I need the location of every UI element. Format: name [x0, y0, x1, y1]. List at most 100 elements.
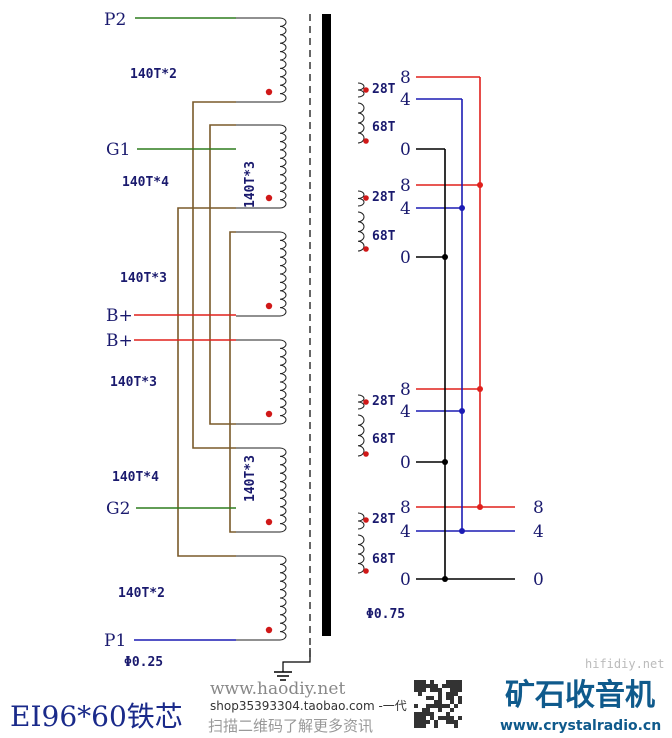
- qr-cell: [422, 688, 426, 692]
- qr-cell: [446, 716, 450, 720]
- secondary-coil: [357, 534, 365, 574]
- secondary-label: 68T: [372, 552, 396, 567]
- turns-4: 140T*3: [110, 375, 157, 390]
- qr-cell: [442, 684, 446, 688]
- polarity-dot: [363, 399, 369, 405]
- qr-cell: [450, 696, 454, 700]
- polarity-dot: [265, 302, 273, 310]
- qr-cell: [454, 724, 458, 728]
- qr-cell: [438, 692, 442, 696]
- turns-vertical-1: 140T*3: [243, 161, 258, 208]
- secondary-label: 68T: [372, 229, 396, 244]
- qr-cell: [426, 708, 430, 712]
- polarity-dot: [363, 568, 369, 574]
- primary-coil: [279, 555, 287, 641]
- qr-cell: [426, 684, 430, 688]
- qr-cell: [446, 692, 450, 696]
- qr-cell: [434, 688, 438, 692]
- label-bplus-2: B+: [106, 331, 133, 351]
- polarity-dot: [363, 195, 369, 201]
- secondary-label: 8: [400, 498, 411, 518]
- secondary-label: 4: [400, 402, 411, 422]
- qr-cell: [418, 716, 422, 720]
- junction-dot: [442, 576, 448, 582]
- qr-cell: [434, 720, 438, 724]
- qr-cell: [418, 720, 422, 724]
- label-g2: G2: [106, 499, 130, 519]
- junction-dot: [442, 459, 448, 465]
- turns-5: 140T*4: [112, 470, 159, 485]
- qr-cell: [434, 704, 438, 708]
- primary-coil: [279, 17, 287, 103]
- qr-cell: [446, 712, 450, 716]
- qr-cell: [454, 688, 458, 692]
- primary-coil: [279, 447, 287, 533]
- qr-cell: [414, 712, 418, 716]
- secondary-label: 8: [400, 68, 411, 88]
- coils: [265, 17, 483, 641]
- interconnect-wire: [192, 101, 236, 449]
- polarity-dot: [265, 626, 273, 634]
- ground-icon: [274, 648, 311, 681]
- qr-cell: [458, 716, 462, 720]
- qr-cell: [450, 720, 454, 724]
- junction-dot: [477, 386, 483, 392]
- qr-cell: [438, 696, 442, 700]
- secondary-coil: [357, 82, 365, 98]
- secondary-label: 28T: [372, 512, 396, 527]
- qr-cell: [418, 692, 422, 696]
- qr-cell: [430, 684, 434, 688]
- primary-coil: [279, 339, 287, 425]
- qr-cell: [422, 680, 426, 684]
- qr-cell: [438, 716, 442, 720]
- qr-cell: [450, 692, 454, 696]
- output-0: 0: [533, 570, 544, 590]
- qr-cell: [438, 704, 442, 708]
- secondary-coil: [357, 414, 365, 457]
- qr-cell: [438, 700, 442, 704]
- watermark-hifi: hifidiy.net: [585, 657, 664, 671]
- qr-cell: [418, 712, 422, 716]
- secondary-label: 4: [400, 199, 411, 219]
- secondary-label: 28T: [372, 82, 396, 97]
- qr-cell: [426, 696, 430, 700]
- secondary-label: 68T: [372, 120, 396, 135]
- qr-cell: [450, 716, 454, 720]
- secondary-label: 0: [400, 570, 411, 590]
- secondary-label: 8: [400, 176, 411, 196]
- watermark-shop: shop35393304.taobao.com -一代: [210, 699, 407, 713]
- qr-cell: [430, 696, 434, 700]
- qr-cell: [426, 704, 430, 708]
- qr-cell: [458, 684, 462, 688]
- watermark-site: www.haodiy.net: [210, 679, 345, 699]
- output-8: 8: [533, 498, 544, 518]
- secondary-coil: [357, 190, 365, 207]
- qr-cell: [434, 700, 438, 704]
- qr-cell: [422, 712, 426, 716]
- core-label: EI96*60铁芯: [10, 700, 183, 733]
- qr-cell: [454, 720, 458, 724]
- secondary-label: 0: [400, 140, 411, 160]
- qr-cell: [450, 708, 454, 712]
- secondary-coil: [357, 102, 365, 144]
- iron-core: [322, 14, 331, 636]
- watermark-scan: 扫描二维码了解更多资讯: [208, 717, 373, 735]
- qr-cell: [422, 684, 426, 688]
- qr-cell: [446, 720, 450, 724]
- qr-cell: [422, 720, 426, 724]
- polarity-dot: [363, 246, 369, 252]
- brand-url: www.crystalradio.cn: [500, 718, 661, 734]
- qr-cell: [442, 716, 446, 720]
- primary-wire-gauge: Φ0.25: [124, 655, 163, 670]
- brand-logo: 矿石收音机: [505, 678, 655, 713]
- qr-cell: [458, 700, 462, 704]
- turns-1: 140T*2: [130, 67, 177, 82]
- qr-cell: [418, 724, 422, 728]
- junction-dot: [442, 254, 448, 260]
- secondary-coil: [357, 394, 365, 410]
- junction-dot: [477, 504, 483, 510]
- turns-3: 140T*3: [120, 271, 167, 286]
